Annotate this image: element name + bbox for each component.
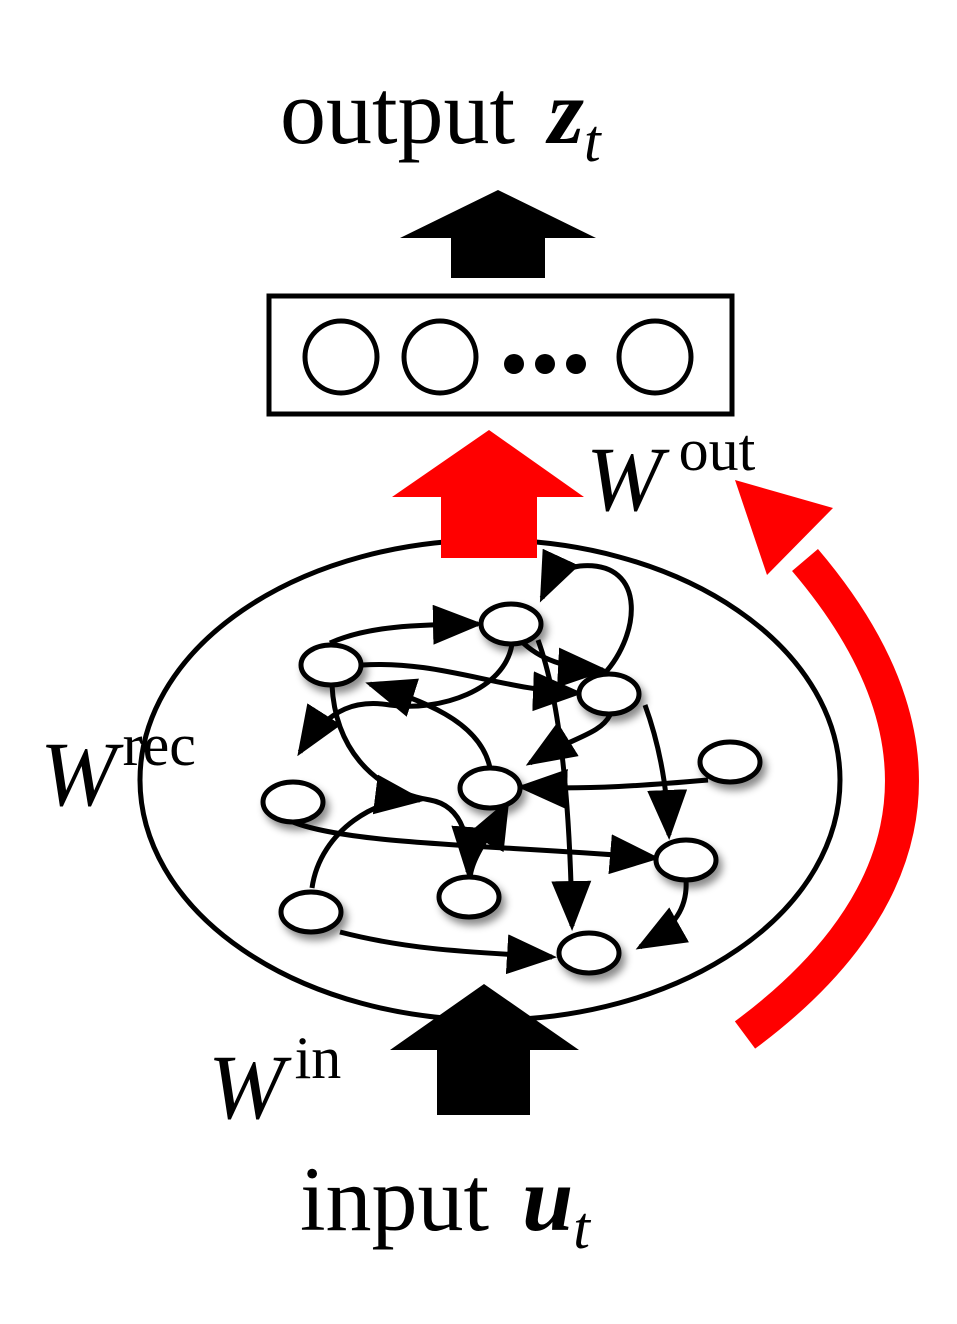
reservoir-neuron [436, 874, 502, 920]
input-weight-arrow [390, 984, 579, 1115]
readout-unit [401, 318, 479, 396]
reservoir-neuron [260, 779, 326, 825]
training-feedback-arrow [734, 548, 919, 1049]
reservoir-neuron [278, 889, 344, 935]
readout-layer [266, 293, 735, 417]
recurrent-edge [525, 713, 613, 766]
recurrent-edge [635, 879, 690, 950]
recurrent-edge [339, 929, 557, 975]
readout-ellipsis-dot [566, 354, 586, 374]
recurrent-edge [539, 548, 634, 680]
readout-unit [302, 318, 380, 396]
recurrent-edge [517, 768, 709, 809]
recurrent-edge [328, 604, 483, 646]
training-feedback-arrowhead [735, 480, 833, 575]
recurrent-edge [467, 798, 510, 881]
reservoir-neuron [457, 765, 523, 811]
recurrent-edge [309, 774, 425, 889]
reservoir-neuron [697, 739, 763, 785]
reservoir-neuron [653, 837, 719, 883]
output-arrow [400, 190, 596, 278]
recurrent-edge [518, 638, 608, 688]
reservoir-neuron [576, 671, 642, 717]
recurrent-edge [292, 819, 660, 875]
reservoir-neuron [556, 930, 622, 976]
output-label: output zt [280, 61, 602, 174]
input-label: input ut [300, 1148, 591, 1261]
readout-ellipsis-dot [504, 354, 524, 374]
readout-ellipsis-dot [535, 354, 555, 374]
recurrent-edge [365, 678, 493, 769]
readout-weight-arrow [392, 430, 584, 558]
reservoir-neurons [260, 601, 763, 976]
reservoir-neuron [478, 601, 544, 647]
recurrent-edges [292, 548, 709, 975]
readout-unit [616, 318, 694, 396]
reservoir-neuron [298, 642, 364, 688]
